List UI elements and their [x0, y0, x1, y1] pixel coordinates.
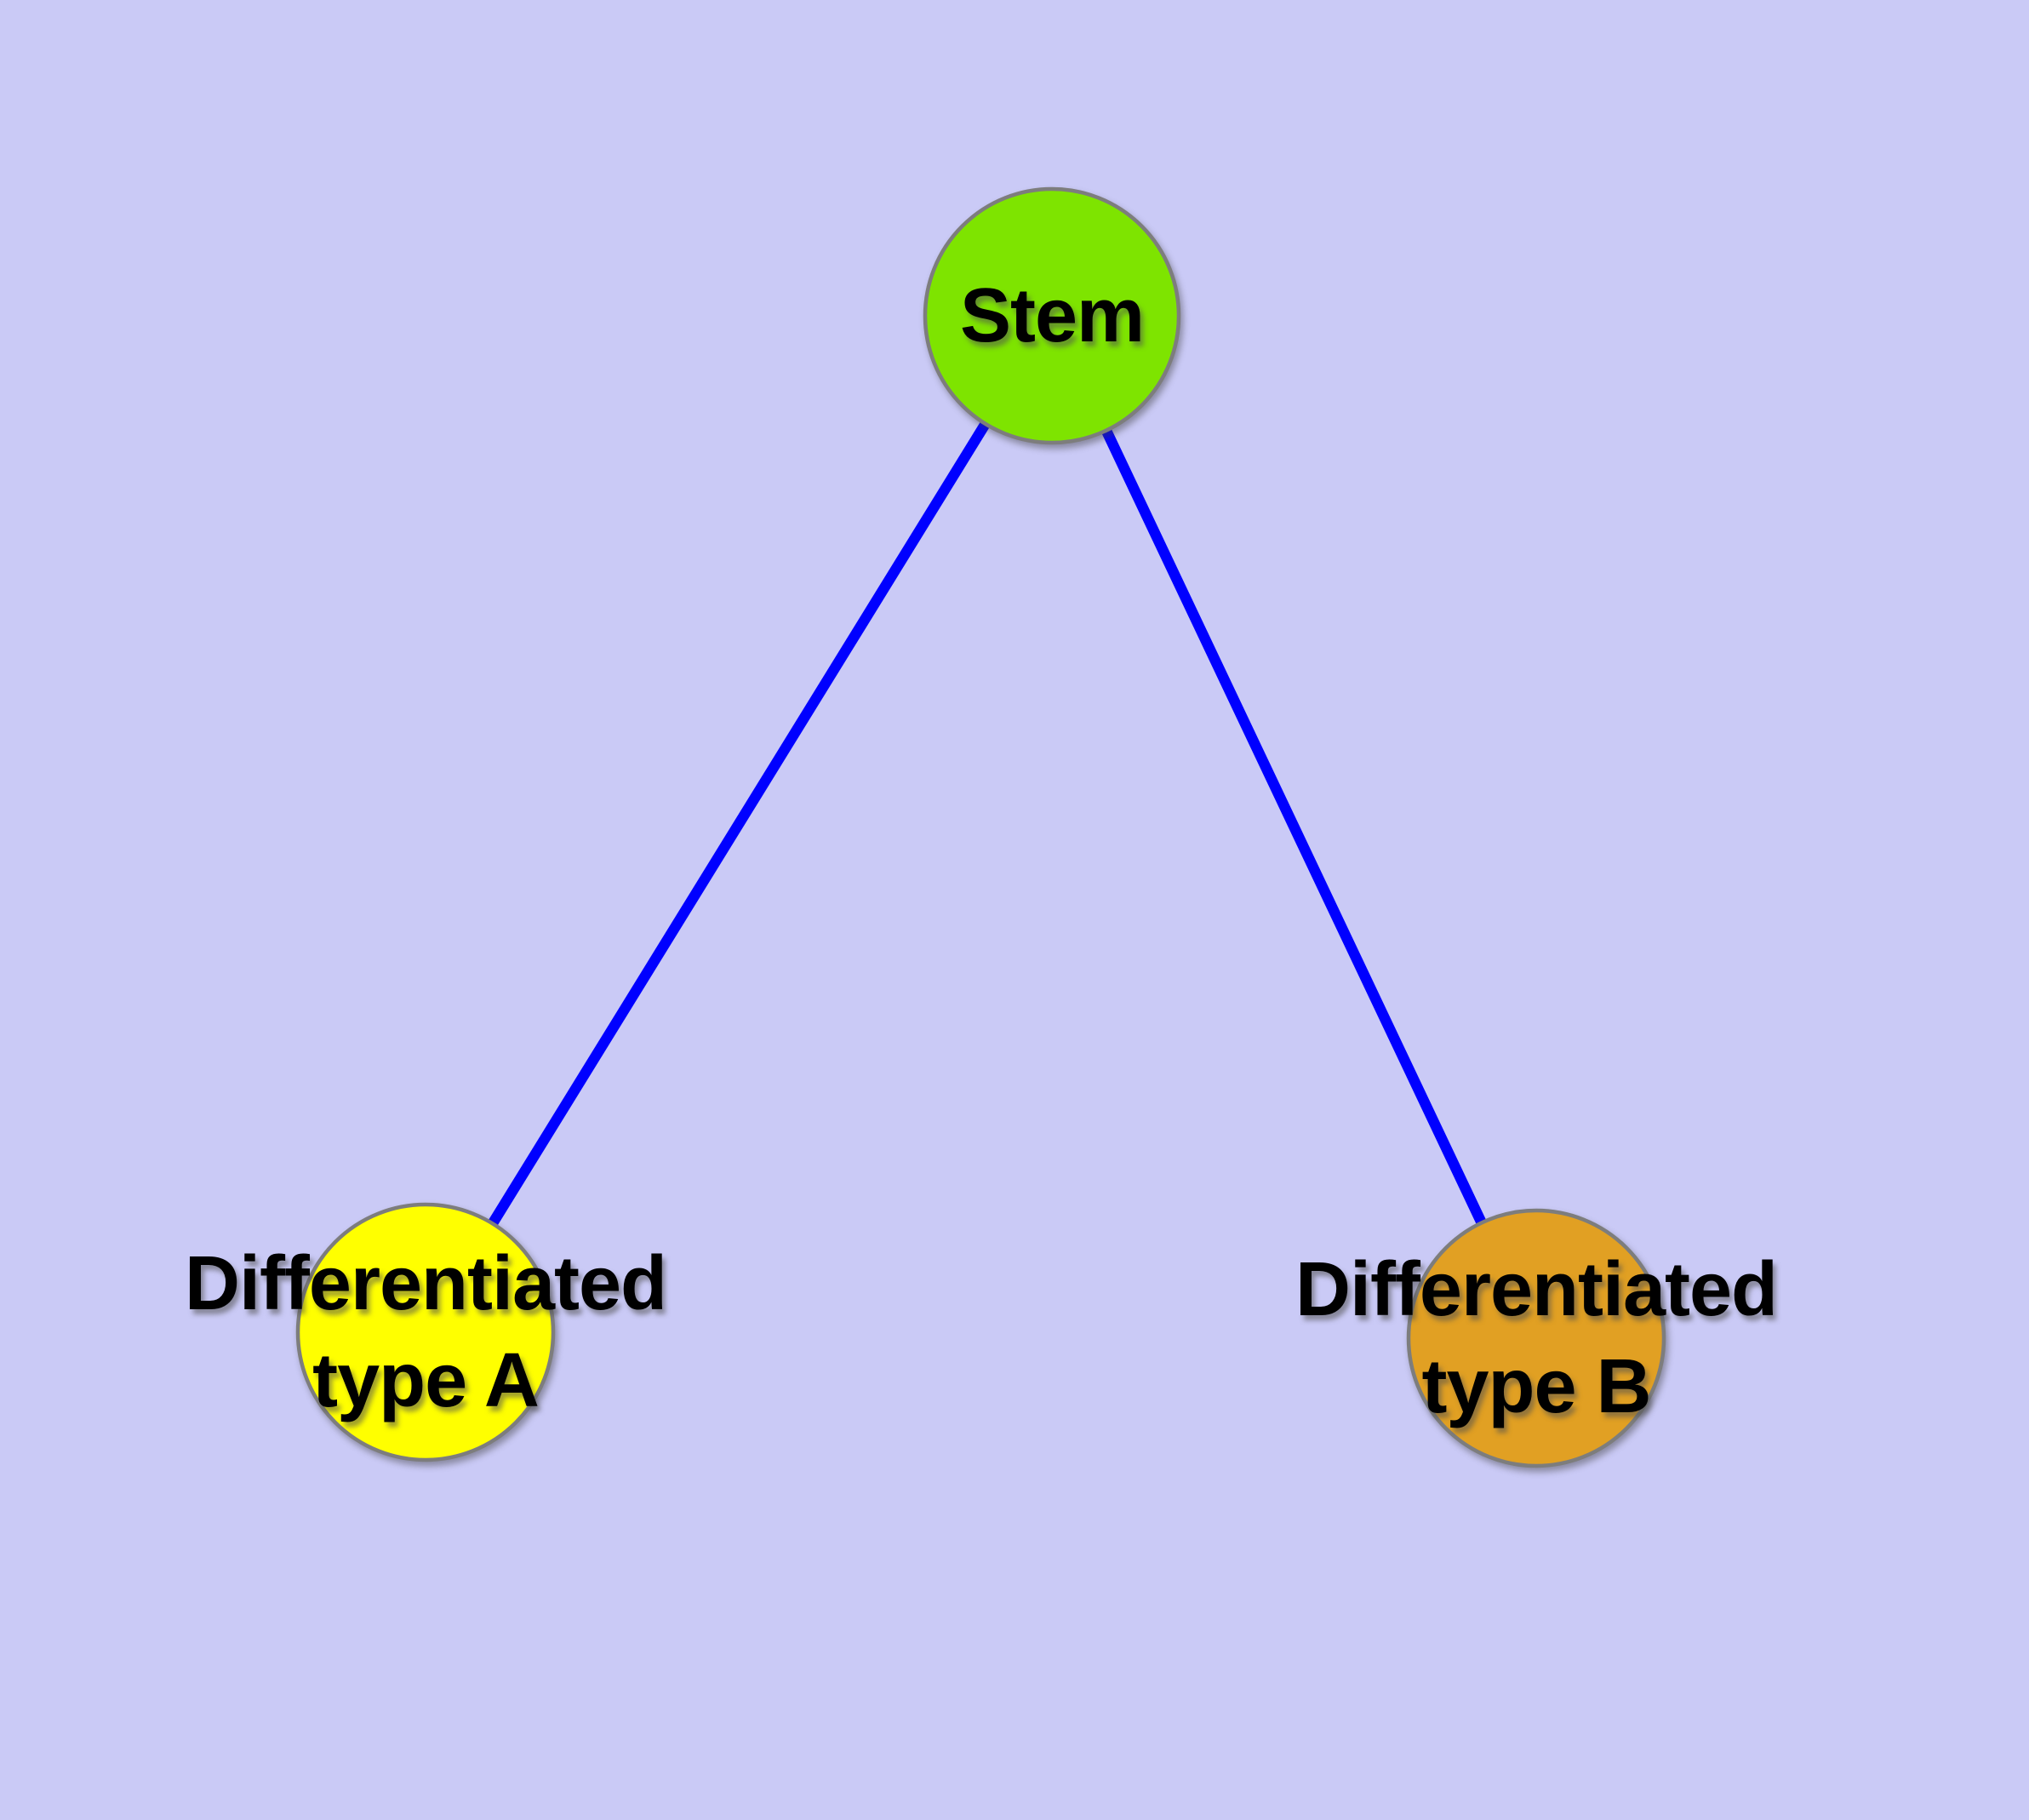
edge-stem-to-type-b [1047, 313, 1541, 1341]
node-type-a-circle [295, 1202, 556, 1462]
node-stem-circle [923, 186, 1181, 445]
node-type-b-circle [1406, 1208, 1666, 1468]
edge-stem-to-type-a [420, 312, 1057, 1336]
